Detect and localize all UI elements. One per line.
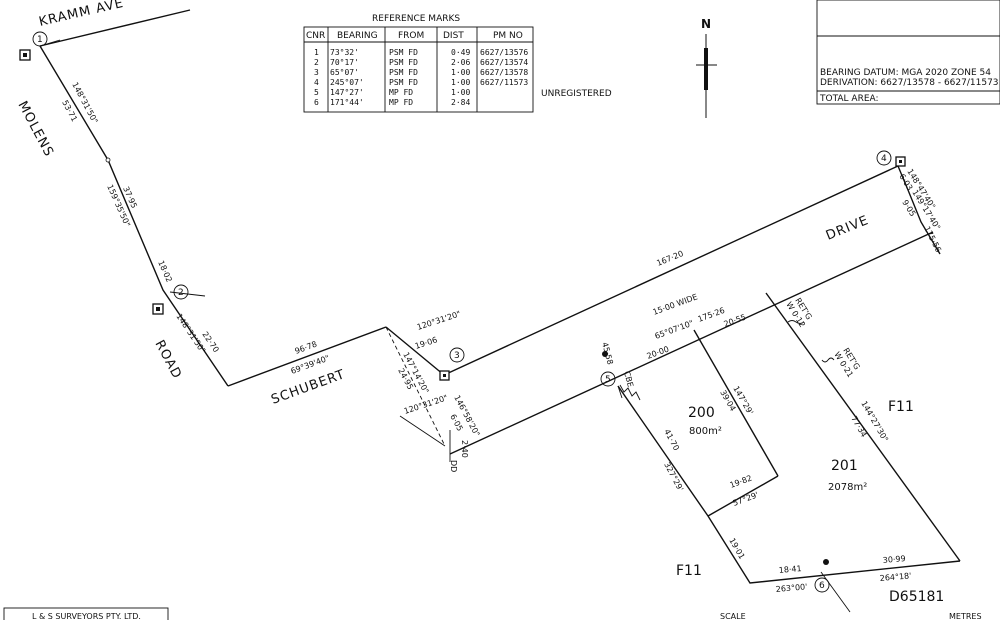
dimensions: 148°31'50" 53·71 37·95 159°35'50" 18·02 … xyxy=(60,81,943,594)
lot-201-area: 2078m² xyxy=(828,482,867,493)
ref-cell: 70°17' xyxy=(330,58,359,67)
derivation: DERIVATION: 6627/13578 - 6627/11573 xyxy=(820,78,999,88)
road-molens: MOLENS xyxy=(14,99,56,160)
company-name: L & S SURVEYORS PTY. LTD. xyxy=(32,612,141,620)
ref-cell: MP FD xyxy=(389,88,413,97)
lot-200-area: 800m² xyxy=(689,426,722,437)
dim: 9·05 xyxy=(900,198,917,218)
ref-cell: PSM FD xyxy=(389,48,418,57)
north-arrow: N xyxy=(696,17,717,118)
plan-number: D65181 xyxy=(889,589,944,605)
ref-cell: 245°07' xyxy=(330,78,364,87)
mark-dot-icon xyxy=(823,559,829,565)
bearing-datum: BEARING DATUM: MGA 2020 ZONE 54 xyxy=(820,68,991,78)
dim: 20·55 xyxy=(723,313,748,329)
corner-4: 4 xyxy=(881,154,887,164)
scale-label: SCALE xyxy=(720,612,746,620)
road-names: KRAMM AVE MOLENS ROAD SCHUBERT DRIVE 15·… xyxy=(14,0,871,408)
ref-cell: 1·00 xyxy=(451,68,470,77)
ref-cell: 6627/13574 xyxy=(480,58,528,67)
ref-cell: 2·06 xyxy=(451,58,470,67)
ref-cell: 2 xyxy=(314,58,319,67)
dim: 120°31'20" xyxy=(416,309,462,332)
ref-cell: 4 xyxy=(314,78,319,87)
ref-cell: 171°44' xyxy=(330,98,364,107)
unregistered-note: UNREGISTERED xyxy=(541,89,612,99)
corner-labels: 1 2 3 4 5 6 xyxy=(32,31,892,593)
corner-3: 3 xyxy=(454,351,460,361)
corner-1: 1 xyxy=(37,35,43,45)
ref-cell: PSM FD xyxy=(389,68,418,77)
survey-marks xyxy=(19,49,906,565)
dim: 18·41 xyxy=(778,564,802,575)
dim: 53·71 xyxy=(60,99,79,123)
ref-cell: 3 xyxy=(314,68,319,77)
dim: 19·06 xyxy=(414,335,439,351)
ref-cell: 65°07' xyxy=(330,68,359,77)
dim: 65°07'10" xyxy=(654,319,695,341)
dim: 167·20 xyxy=(655,249,684,268)
ref-cell: 6627/11573 xyxy=(480,78,528,87)
ref-cell: 1·00 xyxy=(451,88,470,97)
dim: 175·56 xyxy=(922,225,943,254)
dim: 30·99 xyxy=(882,554,906,565)
dim: 57°29' xyxy=(732,490,760,508)
dim: 175·26 xyxy=(697,306,726,324)
total-area: TOTAL AREA: xyxy=(819,94,879,104)
ref-cell: 6 xyxy=(314,98,319,107)
f11-east: F11 xyxy=(888,399,914,415)
ref-cell: 1·00 xyxy=(451,78,470,87)
ref-header-pmno: PM NO xyxy=(493,31,523,41)
ref-table-title: REFERENCE MARKS xyxy=(372,14,460,24)
ref-cell: 0·49 xyxy=(451,48,470,57)
title-block: BEARING DATUM: MGA 2020 ZONE 54 DERIVATI… xyxy=(816,0,1000,105)
ref-header-bearing: BEARING xyxy=(337,31,378,41)
road-road: ROAD xyxy=(151,338,184,382)
metres-label: METRES xyxy=(949,612,982,620)
ref-header-from: FROM xyxy=(398,31,424,41)
ref-cell: 6627/13578 xyxy=(480,68,528,77)
ref-cell: MP FD xyxy=(389,98,413,107)
ref-cell: 2·84 xyxy=(451,98,470,107)
dim: DD xyxy=(449,460,458,472)
ref-header-cnr: CNR xyxy=(306,31,325,41)
road-kramm: KRAMM AVE xyxy=(38,0,126,30)
dim: CBE xyxy=(622,370,635,388)
ref-cell: 73°32' xyxy=(330,48,359,57)
f11-west: F11 xyxy=(676,563,702,579)
corner-6: 6 xyxy=(819,581,825,591)
ref-cell: PSM FD xyxy=(389,58,418,67)
dim: 77·34 xyxy=(849,415,868,439)
lot-201-number: 201 xyxy=(831,458,858,474)
lot-labels: 200 800m² 201 2078m² F11 F11 D65181 xyxy=(676,399,944,605)
dim: 41·70 xyxy=(662,428,681,452)
dim: 19·01 xyxy=(727,537,746,561)
dim: 264°18' xyxy=(879,571,911,583)
ref-cell: 6627/13576 xyxy=(480,48,528,57)
corner-5: 5 xyxy=(605,375,611,385)
corner-2: 2 xyxy=(178,288,184,298)
dim: 2·40 xyxy=(460,440,469,458)
boundary-lines xyxy=(39,9,961,613)
ref-cell: 147°27' xyxy=(330,88,364,97)
road-drive: DRIVE xyxy=(824,213,871,244)
ref-cell: 1 xyxy=(314,48,319,57)
mark-dot-icon xyxy=(602,351,608,357)
ref-cell: PSM FD xyxy=(389,78,418,87)
reference-marks-table: REFERENCE MARKS CNR BEARING FROM DIST PM… xyxy=(303,14,612,113)
footer: L & S SURVEYORS PTY. LTD. SCALE METRES xyxy=(3,607,982,620)
lot-200-number: 200 xyxy=(688,405,715,421)
dim: 263°00' xyxy=(775,582,807,594)
dim: 19·82 xyxy=(729,474,754,490)
road-width: 15·00 WIDE xyxy=(652,292,699,317)
ref-cell: 5 xyxy=(314,88,319,97)
road-schubert: SCHUBERT xyxy=(269,367,347,408)
north-label: N xyxy=(701,17,711,31)
dim: 120°31'20" xyxy=(403,393,449,416)
ref-header-dist: DIST xyxy=(443,31,464,41)
